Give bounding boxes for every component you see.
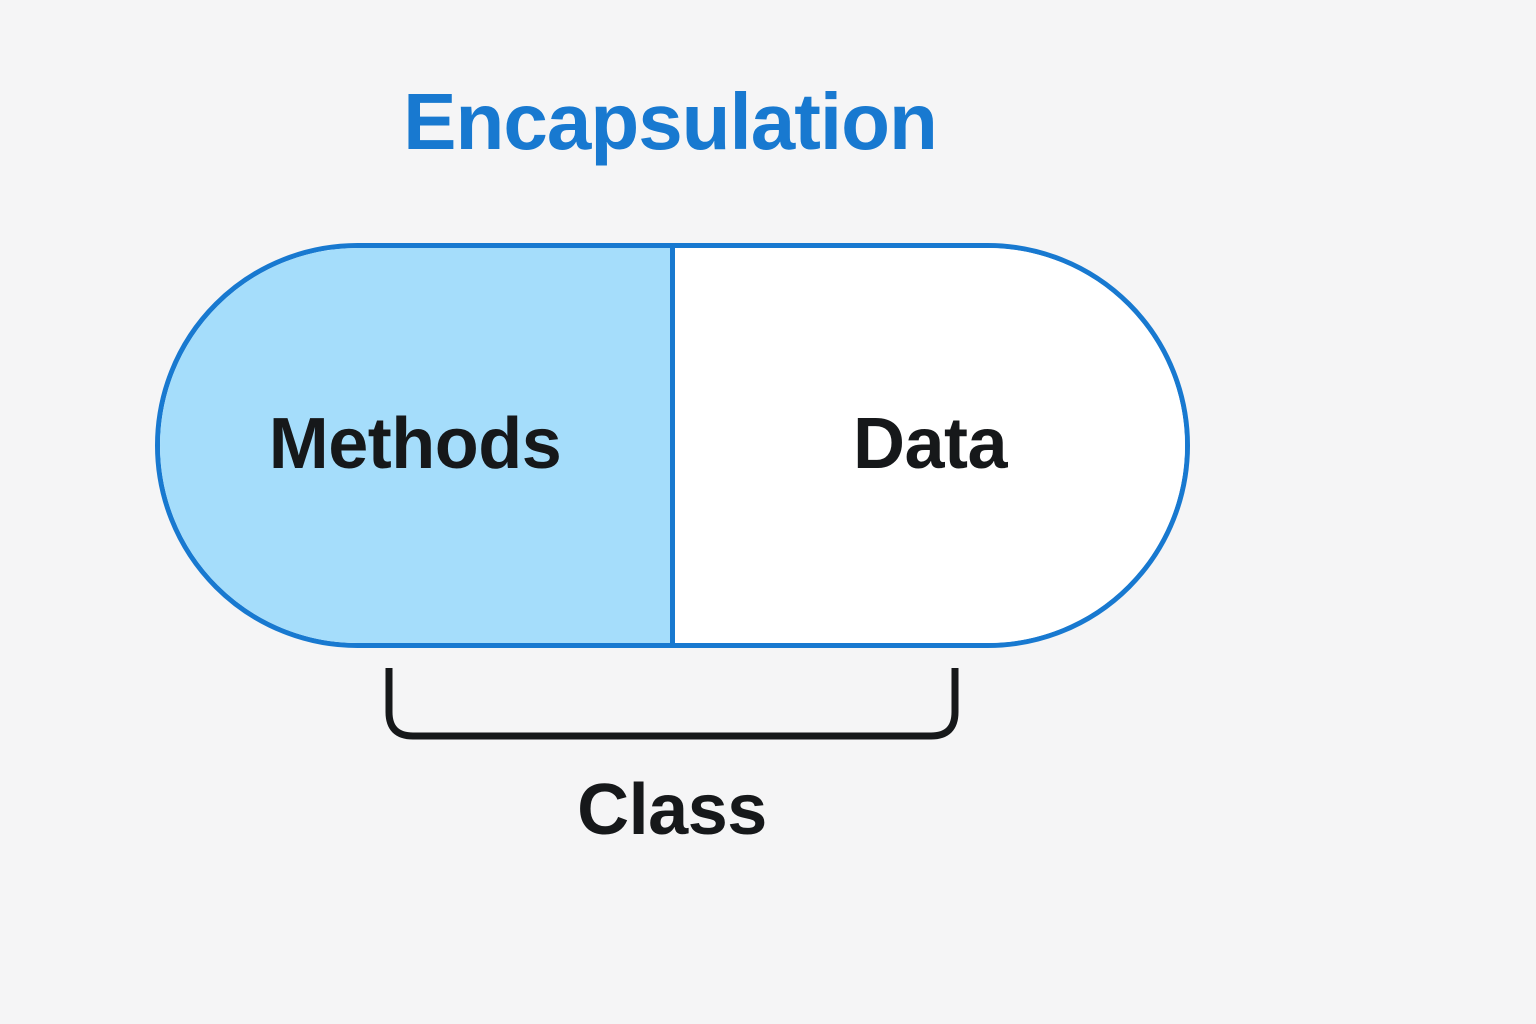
capsule-half-methods: Methods [160,248,675,643]
capsule-half-methods-label: Methods [268,403,562,484]
page-title: Encapsulation [403,77,938,166]
capsule-half-data: Data [675,248,1185,643]
class-caption-label: Class [577,770,767,850]
curly-brace-under-icon [385,668,959,740]
encapsulation-capsule: Methods Data [155,243,1190,648]
capsule-half-data-label: Data [852,403,1008,484]
class-bracket [383,664,961,744]
